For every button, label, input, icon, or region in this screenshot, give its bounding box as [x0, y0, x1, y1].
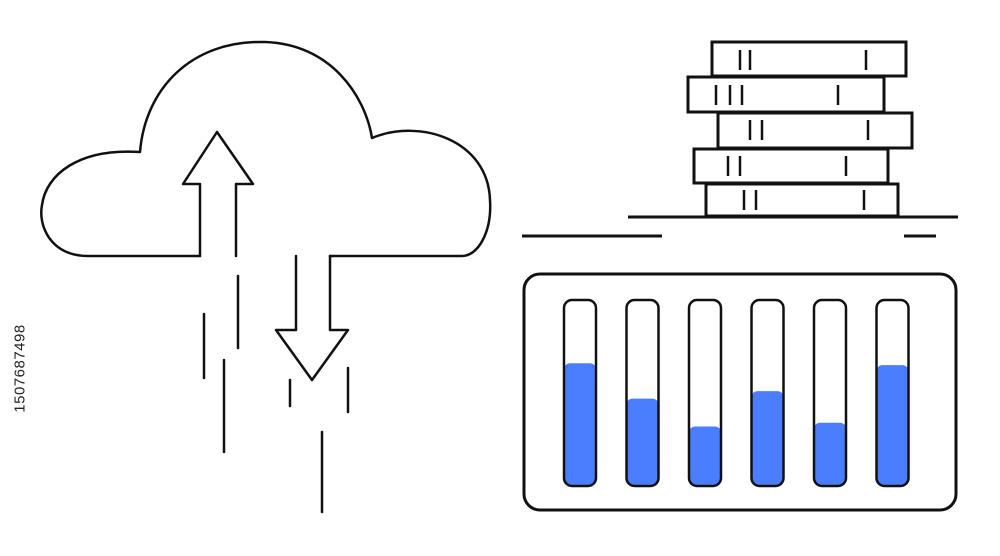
download-arrow-icon [274, 254, 350, 382]
ground-lines [522, 215, 958, 238]
stack-slab [692, 147, 890, 185]
meter-tube [625, 298, 660, 488]
cloud-sync-icon [40, 40, 492, 514]
level-meters [562, 298, 910, 488]
slab-markings [714, 50, 870, 210]
meter-fill [751, 391, 784, 486]
speed-lines [202, 274, 350, 514]
stack-slab [704, 182, 900, 218]
upload-arrow-icon [181, 130, 255, 258]
server-stack-icon [686, 40, 914, 218]
stack-slab [686, 75, 886, 114]
meter-tube [875, 298, 910, 488]
meter-fill [689, 426, 721, 486]
meter-tube [562, 298, 598, 488]
meter-fill [814, 422, 846, 486]
meter-fill [876, 365, 909, 486]
meter-tube [812, 298, 848, 488]
meter-fill [626, 398, 659, 486]
cloud-outline [40, 40, 492, 258]
meter-tube [687, 298, 723, 488]
meter-fill [564, 363, 596, 486]
stack-slab [716, 111, 914, 150]
stock-id-watermark: 1507687498 [11, 324, 29, 413]
meter-tube [750, 298, 785, 488]
